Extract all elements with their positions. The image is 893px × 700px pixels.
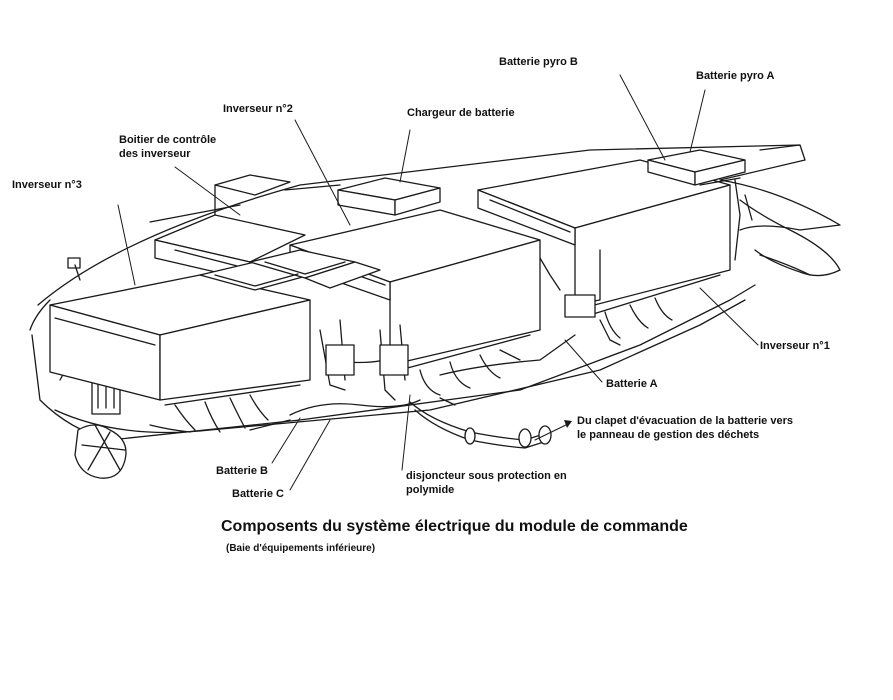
label-inverseur-1: Inverseur n°1	[760, 340, 830, 352]
label-batterie-b: Batterie B	[216, 465, 268, 477]
junction-boxes	[199, 249, 381, 291]
label-chargeur-batterie: Chargeur de batterie	[407, 107, 515, 119]
label-batterie-c: Batterie C	[232, 488, 284, 500]
label-clapet: Du clapet d'évacuation de la batterie ve…	[577, 415, 793, 441]
label-batterie-pyro-a: Batterie pyro A	[696, 70, 775, 82]
figure-subtitle: (Baie d'équipements inférieure)	[226, 543, 376, 554]
label-batterie-a: Batterie A	[606, 378, 658, 390]
battery-charger	[337, 177, 441, 216]
clapet-arrowhead	[564, 420, 572, 428]
inverseur-1-box	[477, 159, 731, 339]
inverseur-3-box	[49, 274, 311, 433]
label-inverseur-3: Inverseur n°3	[12, 179, 82, 191]
pyro-batteries	[647, 149, 753, 261]
figure-title: Composents du système électrique du modu…	[221, 518, 688, 535]
label-inverseur-2: Inverseur n°2	[223, 103, 293, 115]
label-boitier-controle: Boitier de contrôle des inverseur	[119, 134, 217, 160]
label-disjoncteur: disjoncteur sous protection en polymide	[406, 470, 567, 496]
leader-lines	[117, 74, 759, 491]
label-batterie-pyro-b: Batterie pyro B	[499, 56, 578, 68]
left-fan-assembly	[59, 361, 127, 479]
cable-harness	[67, 257, 621, 449]
